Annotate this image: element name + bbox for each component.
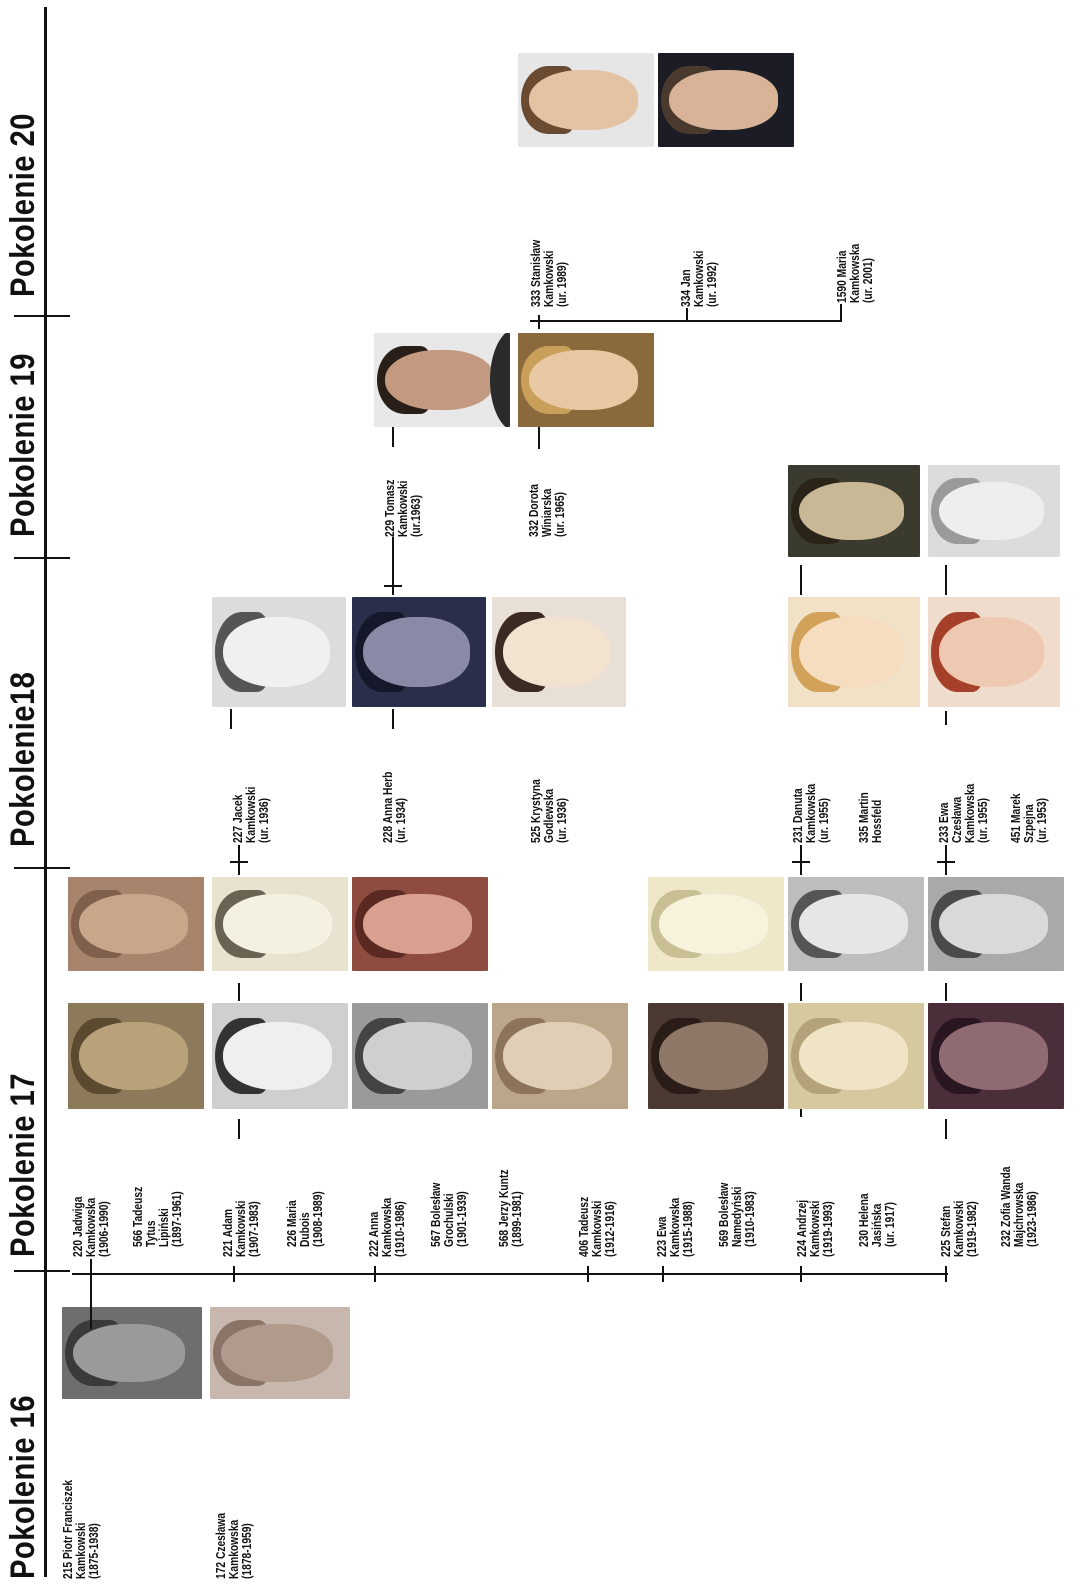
photo-406 <box>492 1003 628 1109</box>
person-215: 215 Piotr Franciszek Kamkowski (1875-193… <box>61 1479 101 1579</box>
person-172: 172 Czesława Kamkowska (1878-1959) <box>214 1512 254 1579</box>
person-225: 225 Stefan Kamkowski (1919-1982) <box>939 1200 979 1257</box>
tick-1590 <box>840 304 842 322</box>
cross-227 <box>230 861 248 863</box>
tick-223 <box>662 1266 664 1282</box>
couple-link-231 <box>800 565 802 595</box>
person-333: 333 Stanisław Kamkowski (ur. 1989) <box>529 239 569 307</box>
photo-566 <box>68 877 204 971</box>
person-451: 451 Marek Szpejna (ur. 1953) <box>1009 793 1049 843</box>
gen17-vertical-bus <box>72 1273 948 1275</box>
photo-332 <box>518 333 654 427</box>
connector-16-17 <box>90 1259 92 1329</box>
person-332: 332 Dorota Winiarska (ur. 1965) <box>527 484 567 537</box>
photo-224 <box>788 1003 924 1109</box>
couple-link-224 <box>800 983 802 1001</box>
couple-link-221 <box>238 983 240 1001</box>
couple-link-233 <box>945 565 947 595</box>
cross-233 <box>937 861 955 863</box>
person-1590: 1590 Maria Kamkowska (ur. 2001) <box>835 243 875 303</box>
person-227: 227 Jacek Kamkowski (ur. 1936) <box>231 786 271 843</box>
couple-link-225 <box>945 983 947 1001</box>
photo-230 <box>788 877 924 971</box>
person-221: 221 Adam Kamkowski (1907-1983) <box>221 1200 261 1257</box>
link-221 <box>238 1119 240 1139</box>
separator-19-20 <box>14 315 70 317</box>
photo-220 <box>68 1003 204 1109</box>
conn-233 <box>945 845 947 875</box>
separator-17-18 <box>14 867 70 869</box>
person-224: 224 Andrzej Kamkowski (1919-1993) <box>795 1199 835 1257</box>
separator-16-17 <box>14 1270 70 1272</box>
link-228 <box>392 709 394 729</box>
person-567: 567 Bolesław Grochulski (1901-1939) <box>429 1182 469 1247</box>
cross-229 <box>384 585 402 587</box>
photo-232 <box>928 877 1064 971</box>
photo-228 <box>352 597 486 707</box>
photo-451 <box>928 465 1060 557</box>
tick-334 <box>686 308 688 322</box>
generation-header-16: Pokolenie 16 <box>4 1395 42 1579</box>
tick-224 <box>800 1266 802 1282</box>
person-222: 222 Anna Kamkowska (1910-1986) <box>367 1197 407 1257</box>
photo-333 <box>518 53 654 147</box>
tick-221 <box>233 1266 235 1282</box>
photo-226 <box>212 877 348 971</box>
photo-222 <box>352 1003 488 1109</box>
photo-172 <box>210 1307 350 1399</box>
generation-header-19: Pokolenie 19 <box>4 353 42 537</box>
photo-223 <box>648 1003 784 1109</box>
person-231: 231 Danuta Kamkowska (ur. 1955) <box>791 783 831 843</box>
person-525: 525 Krystyna Godlewska (ur. 1936) <box>529 779 569 843</box>
photo-225 <box>928 1003 1064 1109</box>
tick-222 <box>374 1266 376 1282</box>
link-229 <box>392 427 394 447</box>
cross-231 <box>792 861 810 863</box>
photo-231 <box>788 597 920 707</box>
person-232: 232 Zofia Wanda Majchrowska (1923-1986) <box>999 1166 1039 1247</box>
link-227 <box>230 709 232 729</box>
tick-406 <box>587 1266 589 1282</box>
person-228: 228 Anna Herb (ur. 1934) <box>381 771 408 843</box>
person-334: 334 Jan Kamkowski (ur. 1992) <box>679 250 719 307</box>
person-223: 223 Ewa Kamkowska (1915-1988) <box>655 1197 695 1257</box>
photo-215 <box>62 1307 202 1399</box>
link-233 <box>945 711 947 725</box>
photo-229 <box>374 333 510 427</box>
person-335: 335 Martin Hossfeld <box>857 792 884 843</box>
photo-221 <box>212 1003 348 1109</box>
header-underline <box>44 7 47 1577</box>
conn-19-20 <box>538 315 540 329</box>
photo-569 <box>648 877 784 971</box>
photo-233 <box>928 597 1060 707</box>
photo-227 <box>212 597 346 707</box>
person-229: 229 Tomasz Kamkowski (ur.1963) <box>383 479 423 537</box>
generation-header-20: Pokolenie 20 <box>4 113 42 297</box>
person-568: 568 Jerzy Kuntz (1899-1981) <box>497 1169 524 1247</box>
link-332 <box>538 427 540 449</box>
photo-334 <box>658 53 794 147</box>
photo-525 <box>492 597 626 707</box>
tick-225 <box>945 1266 947 1282</box>
photo-335 <box>788 465 920 557</box>
person-226: 226 Maria Dubois (1908-1989) <box>285 1191 325 1247</box>
person-233: 233 Ewa Czesława Kamkowska (ur. 1955) <box>937 783 990 843</box>
photo-567 <box>352 877 488 971</box>
conn-231 <box>800 845 802 875</box>
person-566: 566 Tadeusz Tytus Lipiński (1897-1961) <box>131 1186 184 1247</box>
person-220: 220 Jadwiga Kamkowska (1906-1990) <box>71 1196 111 1257</box>
generation-header-17: Pokolenie 17 <box>4 1073 42 1257</box>
link-225 <box>945 1119 947 1139</box>
conn-227 <box>238 845 240 875</box>
person-569: 569 Bolesław Namedyński (1910-1983) <box>717 1182 757 1247</box>
generation-header-18: Pokolenie18 <box>4 671 42 847</box>
person-230: 230 Helena Jasińska (ur. 1917) <box>857 1193 897 1247</box>
person-406: 406 Tadeusz Kamkowski (1912-1916) <box>577 1196 617 1257</box>
separator-18-19 <box>14 557 70 559</box>
